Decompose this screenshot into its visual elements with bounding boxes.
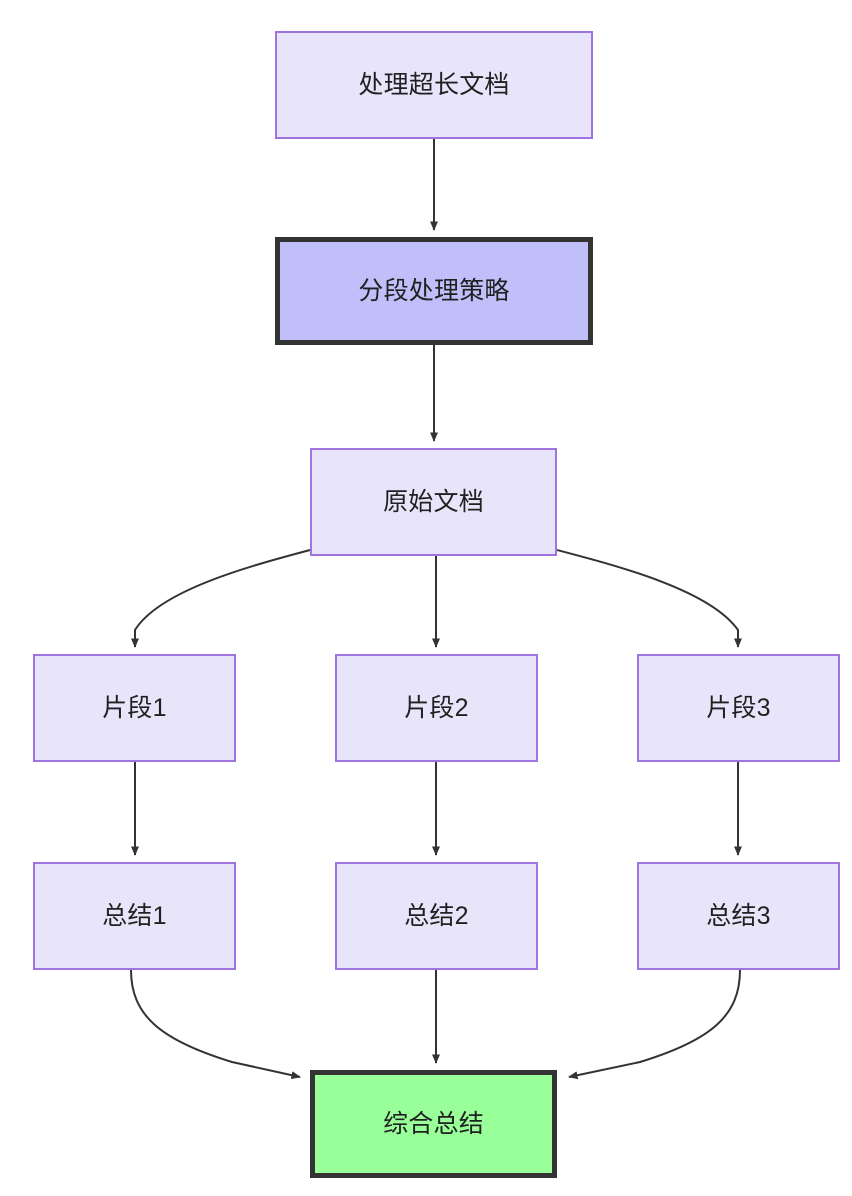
node-original-document[interactable]: 原始文档 <box>310 448 557 556</box>
node-summary-2[interactable]: 总结2 <box>335 862 538 970</box>
node-fragment-3[interactable]: 片段3 <box>637 654 840 762</box>
node-comprehensive-summary[interactable]: 综合总结 <box>310 1070 557 1178</box>
node-label: 总结2 <box>404 902 469 930</box>
node-process-long-document[interactable]: 处理超长文档 <box>275 31 593 139</box>
edge-n3-to-n4 <box>131 549 311 648</box>
node-label: 原始文档 <box>383 488 484 516</box>
edge-n9-to-n10 <box>568 969 741 1080</box>
node-fragment-2[interactable]: 片段2 <box>335 654 538 762</box>
node-label: 总结1 <box>102 902 167 930</box>
node-label: 总结3 <box>706 902 771 930</box>
node-label: 片段2 <box>404 694 469 722</box>
edge-n3-to-n6 <box>556 549 742 648</box>
node-fragment-1[interactable]: 片段1 <box>33 654 236 762</box>
edge-group <box>130 139 742 1080</box>
node-summary-1[interactable]: 总结1 <box>33 862 236 970</box>
node-label: 综合总结 <box>383 1110 484 1138</box>
edge-n7-to-n10 <box>130 969 301 1080</box>
node-label: 分段处理策略 <box>358 277 510 305</box>
node-label: 处理超长文档 <box>358 71 510 99</box>
node-chunking-strategy[interactable]: 分段处理策略 <box>275 237 593 345</box>
node-summary-3[interactable]: 总结3 <box>637 862 840 970</box>
node-label: 片段3 <box>706 694 771 722</box>
node-label: 片段1 <box>102 694 167 722</box>
